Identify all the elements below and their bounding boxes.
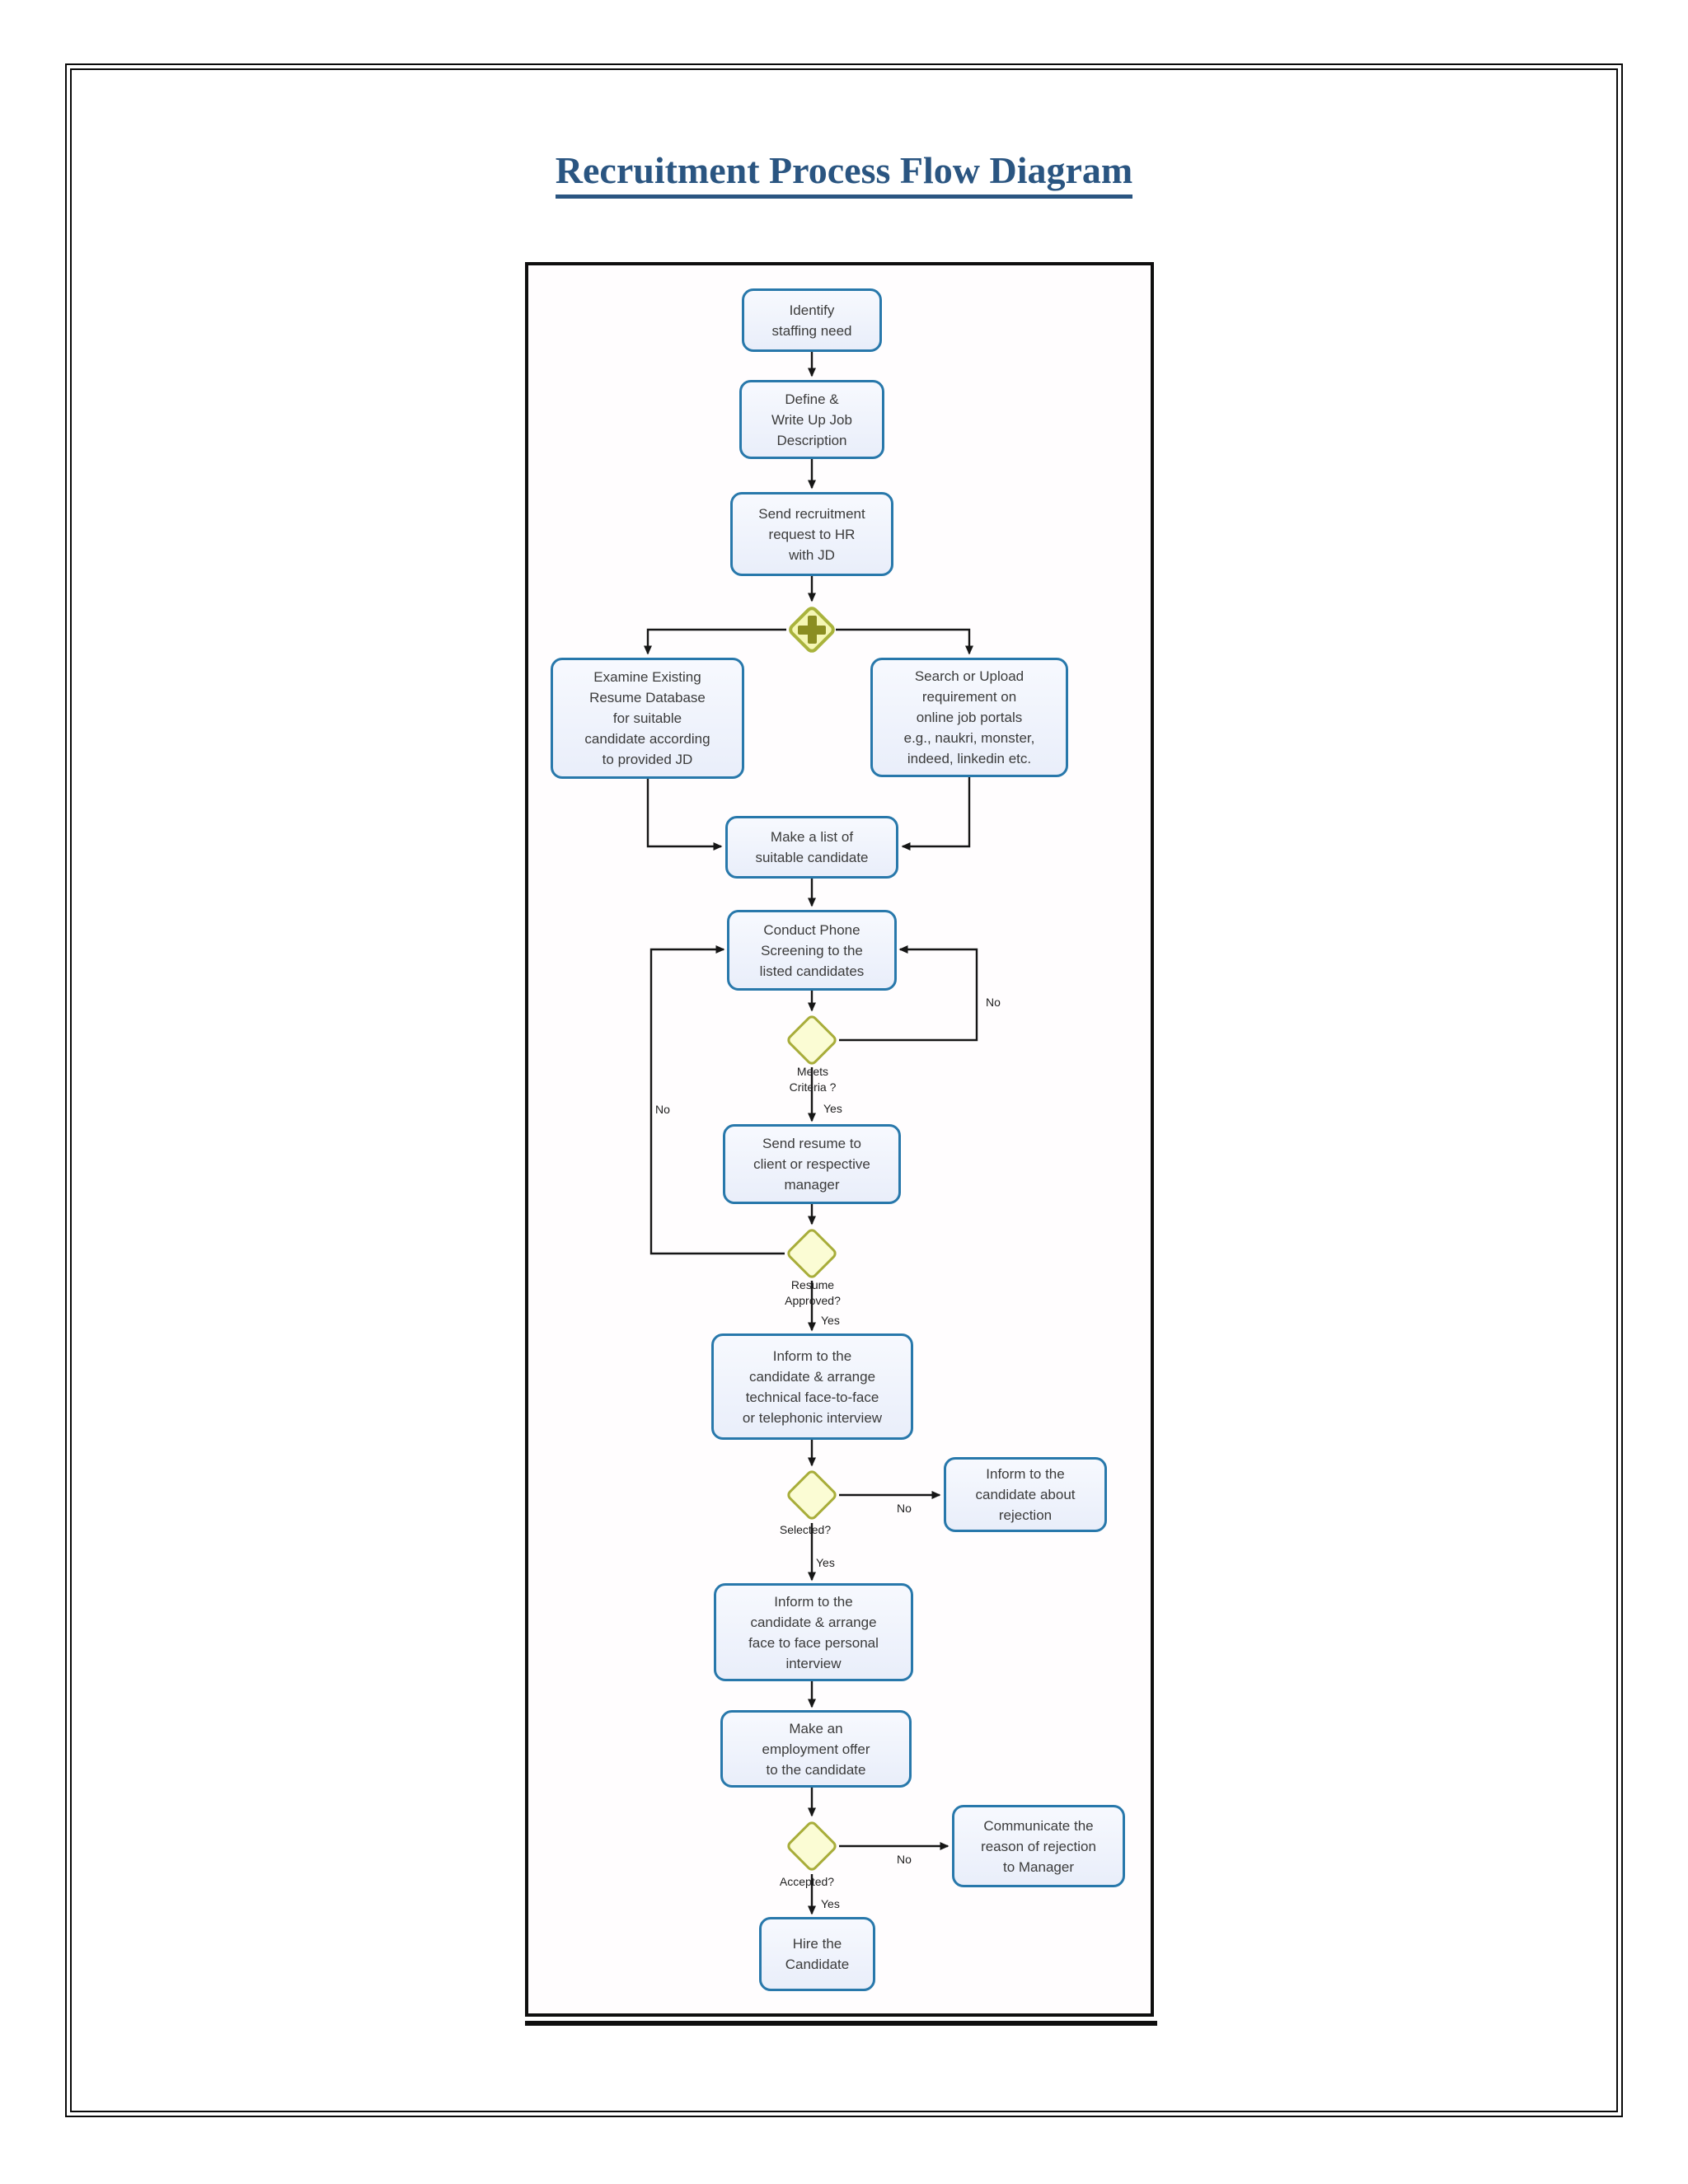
node-search-job-portals: Search or Upload requirement on online j…	[870, 658, 1068, 777]
node-make-employment-offer-label: Make an employment offer to the candidat…	[762, 1720, 870, 1778]
node-communicate-rejection-reason-label: Communicate the reason of rejection to M…	[981, 1817, 1096, 1875]
page-title-text: Recruitment Process Flow Diagram	[555, 149, 1133, 199]
node-examine-resume-database: Examine Existing Resume Database for sui…	[551, 658, 744, 779]
node-inform-rejection-label: Inform to the candidate about rejection	[975, 1466, 1076, 1523]
node-make-candidate-list-label: Make a list of suitable candidate	[755, 829, 869, 865]
decision-resume-approved-caption: Resume Approved?	[785, 1278, 841, 1307]
node-identify-staffing-need: Identify staffing need	[742, 288, 882, 352]
node-communicate-rejection-reason: Communicate the reason of rejection to M…	[952, 1805, 1125, 1887]
edge-label-approved-no: No	[655, 1103, 670, 1116]
decision-accepted-caption: Accepted?	[779, 1875, 835, 1888]
node-arrange-personal-interview-label: Inform to the candidate & arrange face t…	[748, 1593, 879, 1671]
gateway-plus-icon-vertical	[807, 616, 817, 644]
node-arrange-technical-interview: Inform to the candidate & arrange techni…	[711, 1333, 913, 1440]
node-define-job-description: Define & Write Up Job Description	[739, 380, 884, 459]
node-make-employment-offer: Make an employment offer to the candidat…	[720, 1710, 912, 1788]
node-phone-screening: Conduct Phone Screening to the listed ca…	[727, 910, 897, 991]
node-send-request-to-hr-label: Send recruitment request to HR with JD	[758, 505, 865, 563]
node-send-request-to-hr: Send recruitment request to HR with JD	[730, 492, 893, 576]
node-send-resume-to-client: Send resume to client or respective mana…	[723, 1124, 901, 1204]
node-arrange-personal-interview: Inform to the candidate & arrange face t…	[714, 1583, 913, 1681]
decision-selected-caption: Selected?	[779, 1523, 832, 1536]
node-identify-staffing-need-label: Identify staffing need	[771, 302, 852, 339]
node-define-job-description-label: Define & Write Up Job Description	[771, 391, 852, 448]
edge-label-selected-yes: Yes	[816, 1556, 835, 1569]
node-hire-candidate-label: Hire the Candidate	[785, 1936, 850, 1972]
page-title: Recruitment Process Flow Diagram	[0, 149, 1688, 199]
edge-label-meets-yes: Yes	[823, 1102, 842, 1115]
node-examine-resume-database-label: Examine Existing Resume Database for sui…	[584, 669, 710, 767]
edge-label-accepted-no: No	[897, 1853, 912, 1866]
node-arrange-technical-interview-label: Inform to the candidate & arrange techni…	[742, 1347, 883, 1426]
page-border-frame	[65, 63, 1623, 2117]
page-border-frame-inner	[70, 68, 1618, 2112]
node-search-job-portals-label: Search or Upload requirement on online j…	[903, 668, 1035, 766]
node-make-candidate-list: Make a list of suitable candidate	[725, 816, 898, 879]
edge-label-meets-no: No	[986, 996, 1001, 1009]
edge-label-accepted-yes: Yes	[821, 1897, 840, 1910]
node-hire-candidate: Hire the Candidate	[759, 1917, 875, 1991]
edge-label-selected-no: No	[897, 1502, 912, 1515]
flowchart-bottom-rule	[525, 2021, 1157, 2026]
node-phone-screening-label: Conduct Phone Screening to the listed ca…	[759, 921, 865, 979]
node-send-resume-to-client-label: Send resume to client or respective mana…	[753, 1136, 870, 1193]
edge-label-approved-yes: Yes	[821, 1314, 840, 1327]
decision-meets-criteria-caption: Meets Criteria ?	[789, 1065, 837, 1094]
node-inform-rejection: Inform to the candidate about rejection	[944, 1457, 1107, 1532]
